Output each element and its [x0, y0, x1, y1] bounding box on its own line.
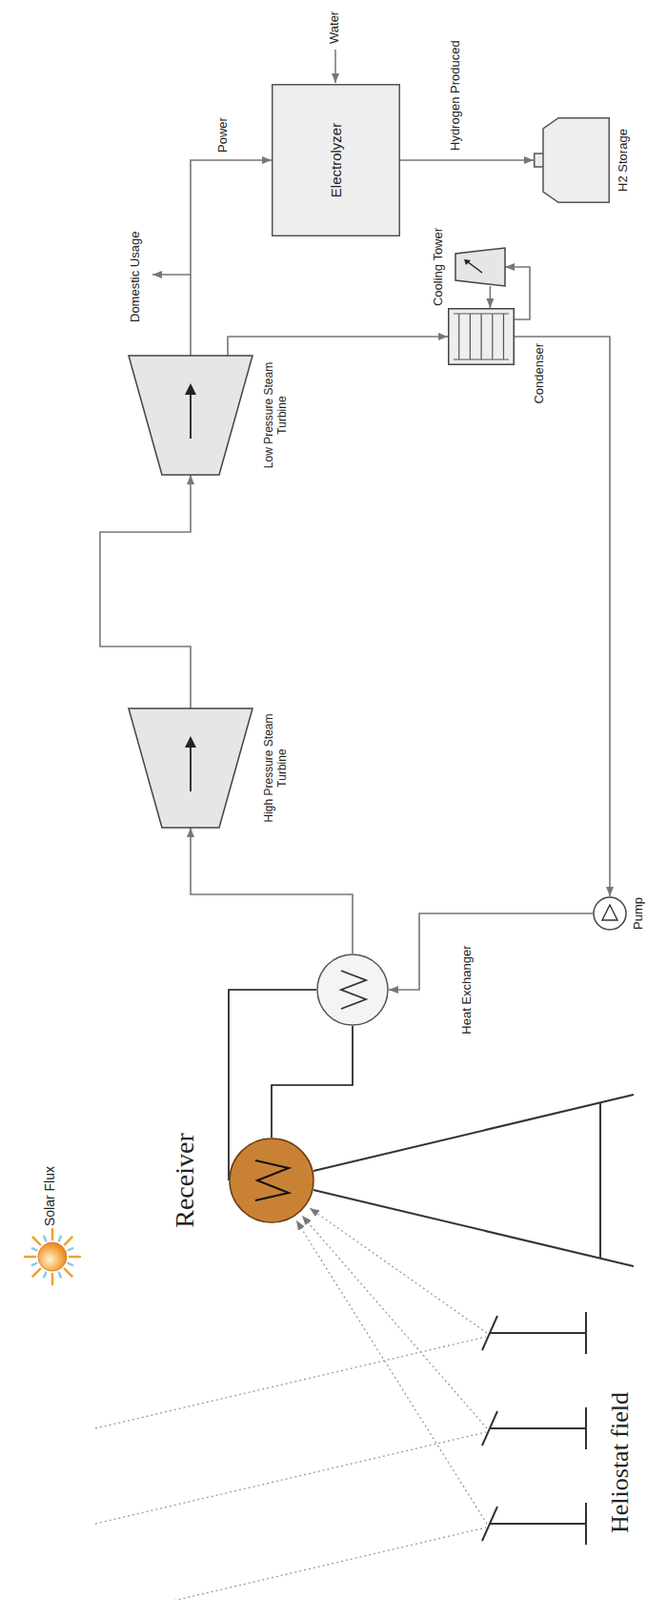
turbine-node: High Pressure Steam Turbine — [128, 707, 253, 828]
turbine-node: Low Pressure Steam Turbine — [128, 355, 253, 475]
flow-arrow — [189, 745, 192, 791]
sun-ray — [51, 1273, 55, 1284]
edge-label: Power — [215, 117, 230, 153]
turbine-body — [128, 355, 253, 475]
receiver-node: Receiver — [228, 1136, 315, 1223]
node-label: Electrolyzer — [271, 83, 401, 237]
sun-ray — [43, 1272, 46, 1277]
node-shape — [228, 1136, 315, 1223]
receiver-coil — [255, 1159, 289, 1200]
condenser-tube — [481, 313, 483, 360]
incoming-rays — [95, 1335, 486, 1599]
node-label: Low Pressure Steam Turbine — [262, 360, 289, 470]
edge-label: Hydrogen Produced — [447, 40, 463, 151]
sun-ray — [32, 1262, 38, 1265]
heliostat — [482, 1311, 587, 1544]
node-shape — [128, 355, 253, 475]
node-label: Receiver — [169, 1098, 201, 1261]
flow-line — [388, 912, 593, 990]
node-shape — [533, 117, 610, 203]
sun-icon — [24, 1228, 81, 1284]
sun-ray — [32, 1235, 41, 1244]
tube-sheet — [453, 358, 509, 360]
heat-exchanger-circle — [317, 953, 388, 1025]
heat-exchanger-coil — [341, 970, 366, 1009]
fan-symbol — [466, 261, 483, 273]
node-shape — [455, 247, 506, 286]
condenser-tube — [469, 313, 471, 360]
reflected-rays — [296, 1207, 487, 1523]
pump-node: Pump — [592, 895, 627, 930]
storage-node: H2 Storage — [533, 117, 610, 203]
flow-line — [271, 1025, 353, 1137]
node-shape — [447, 307, 515, 365]
sun-ray — [51, 1228, 55, 1239]
node-shape — [128, 707, 253, 828]
fan-symbol — [464, 259, 471, 265]
cooling-tower-body — [455, 247, 506, 286]
sun-ray — [24, 1254, 36, 1258]
flow-arrow-head — [184, 735, 197, 748]
condenser-tube — [458, 313, 460, 360]
sun-ray — [32, 1268, 41, 1276]
tower-structure — [313, 1093, 634, 1266]
flow-line — [514, 336, 610, 896]
process-box — [272, 84, 401, 237]
turbine-body — [128, 707, 253, 828]
flow-line — [227, 336, 448, 356]
node-shape — [592, 895, 627, 930]
flow-line — [190, 827, 353, 953]
node-shape — [316, 952, 389, 1026]
node-label: Condenser — [531, 343, 546, 420]
sun-ray — [43, 1235, 46, 1241]
condenser-node: Condenser — [447, 307, 515, 365]
sun-ray — [64, 1268, 73, 1276]
sun-ray — [64, 1235, 73, 1244]
title-label: Solar Flux — [41, 1165, 58, 1226]
sun-ray — [32, 1247, 38, 1250]
sun-ray — [59, 1272, 61, 1277]
sun-ray — [69, 1254, 81, 1258]
flow-arrow-head — [184, 383, 197, 395]
node-label: Heat Exchanger — [459, 936, 474, 1042]
node-label: High Pressure Steam Turbine — [262, 712, 289, 823]
output-label: Domestic Usage — [127, 231, 142, 323]
process-box-node: Electrolyzer — [271, 83, 401, 237]
input-label: Water — [326, 11, 342, 44]
tube-sheet — [453, 312, 509, 314]
flow-line — [489, 285, 492, 308]
receiver-circle — [229, 1137, 314, 1222]
heat-exchanger-node: Heat Exchanger — [316, 952, 389, 1026]
water-inlet-arrow — [334, 49, 337, 83]
node-label: H2 Storage — [615, 107, 630, 213]
storage-tank — [543, 118, 609, 203]
flow-arrow — [189, 392, 192, 439]
pump-circle — [593, 896, 627, 930]
domestic-usage-arrow — [152, 273, 191, 276]
node-label: Pump — [630, 884, 646, 942]
condenser-box — [448, 308, 515, 365]
sun-ray — [59, 1235, 61, 1241]
sun-ray — [68, 1247, 74, 1250]
flow-line — [190, 160, 272, 356]
flow-line — [100, 474, 191, 708]
condenser-tube — [503, 313, 505, 360]
field-label: Heliostat field — [606, 1391, 635, 1533]
condenser-tube — [491, 313, 493, 360]
pump-symbol — [602, 904, 618, 920]
node-label: Cooling Tower — [430, 214, 445, 320]
flow-line — [400, 159, 534, 162]
cooling-tower-node: Cooling Tower — [455, 247, 506, 286]
sun-ray — [68, 1262, 74, 1265]
